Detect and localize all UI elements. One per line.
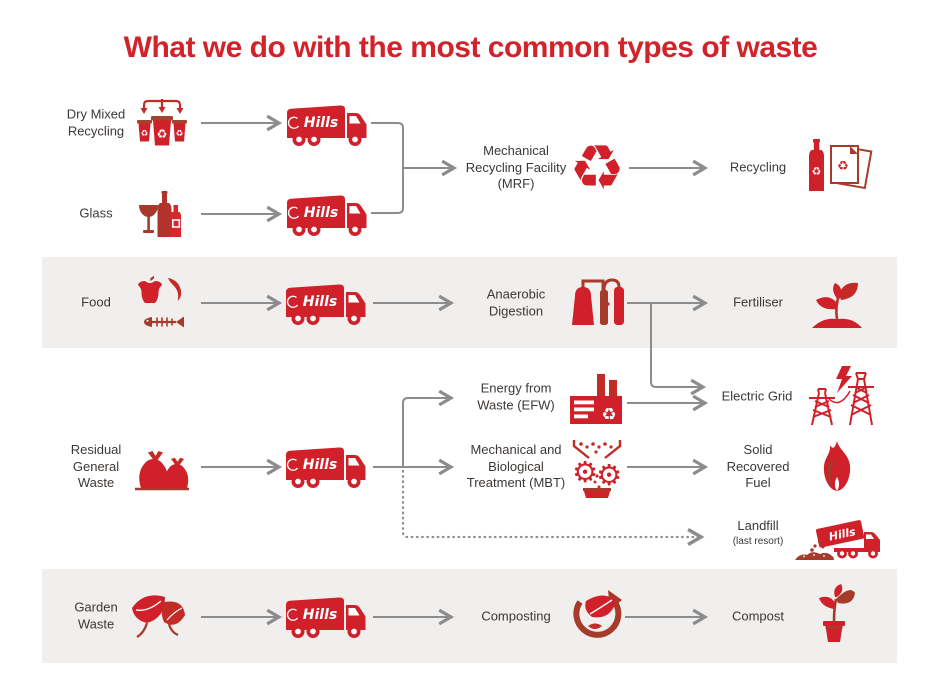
label-landfill: Landfill (last resort): [718, 518, 798, 548]
recycling-bins-icon: ♻ ♻ ♻: [137, 99, 187, 146]
digester-tanks-icon: [572, 278, 624, 325]
flame-icon: [823, 441, 851, 491]
label-food: Food: [81, 294, 111, 310]
label-efw: Energy from Waste (EFW): [477, 380, 555, 412]
label-electric-grid: Electric Grid: [721, 388, 793, 404]
garden-row-band: [42, 569, 897, 663]
svg-text:♻: ♻: [157, 127, 168, 141]
label-composting: Composting: [481, 608, 551, 624]
hills-truck-food: [282, 277, 370, 329]
potted-plant-icon: [819, 584, 855, 642]
garden-leaves-icon: [132, 595, 185, 638]
waste-bags-icon: [135, 451, 189, 491]
hills-truck-dry-mixed: [283, 98, 371, 150]
svg-text:♻: ♻: [837, 159, 849, 174]
gears-shredder-icon: ⚙ ⚙: [572, 440, 622, 498]
leaf-cycle-icon: [573, 590, 622, 638]
label-mrf: Mechanical Recycling Facility (MRF): [465, 143, 567, 192]
hills-truck-residual: [282, 440, 370, 492]
recycle-arrows-icon: ♻: [569, 136, 625, 198]
arrow-ad-to-electric-grid: [650, 304, 707, 396]
bottle-and-paper-icon: ♻ ♻: [809, 139, 873, 191]
food-scraps-icon: [138, 276, 184, 328]
glass-bottles-icon: [139, 191, 181, 237]
label-glass: Glass: [79, 205, 113, 221]
food-row-band: [42, 257, 897, 348]
label-mbt: Mechanical and Biological Treatment (MBT…: [466, 442, 566, 491]
svg-text:♻: ♻: [569, 136, 625, 198]
seedling-icon: [812, 282, 862, 328]
label-compost: Compost: [731, 608, 785, 624]
hills-truck-glass: [283, 188, 371, 240]
label-residual-general-waste: Residual General Waste: [70, 442, 122, 491]
page-title: What we do with the most common types of…: [123, 31, 818, 64]
label-recycling: Recycling: [729, 159, 787, 175]
power-pylons-icon: [809, 366, 874, 426]
label-solid-recovered-fuel: Solid Recovered Fuel: [726, 442, 790, 491]
label-landfill-sub: (last resort): [732, 535, 784, 547]
tipping-truck-icon: Hills: [795, 520, 880, 560]
hills-truck-garden: [282, 590, 370, 642]
label-dry-mixed-recycling: Dry Mixed Recycling: [66, 106, 126, 138]
svg-text:Hills: Hills: [828, 525, 858, 543]
svg-text:⚙: ⚙: [572, 455, 598, 489]
svg-text:♻: ♻: [812, 165, 822, 178]
arrow-branch-to-efw: [402, 389, 455, 466]
label-fertiliser: Fertiliser: [733, 294, 783, 310]
label-anaerobic-digestion: Anaerobic Digestion: [486, 286, 546, 318]
dotted-arrow-to-landfill: [401, 469, 705, 547]
factory-recycle-icon: ♻: [570, 374, 622, 425]
svg-text:♻: ♻: [141, 129, 149, 139]
bracket-trucks-merge: [371, 122, 404, 214]
label-landfill-main: Landfill: [737, 517, 779, 533]
svg-text:♻: ♻: [176, 129, 184, 139]
label-garden-waste: Garden Waste: [74, 599, 118, 631]
svg-text:♻: ♻: [601, 405, 616, 425]
